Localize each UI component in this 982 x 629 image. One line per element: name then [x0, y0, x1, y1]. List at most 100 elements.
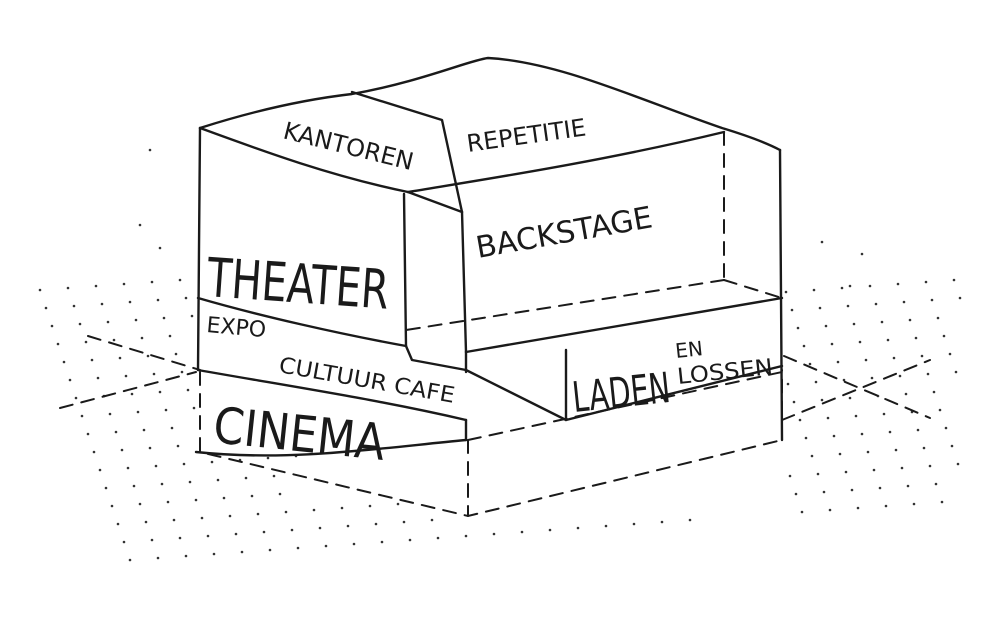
- ground-dot-grid: [38, 148, 962, 562]
- ground-dot: [892, 356, 896, 360]
- ground-dot: [840, 286, 844, 290]
- ground-dot: [688, 518, 692, 522]
- ground-dot: [142, 428, 146, 432]
- ground-dot: [150, 538, 154, 542]
- ground-dot: [838, 452, 842, 456]
- label-repetitie: REPETITIE: [465, 113, 588, 157]
- kantoren-lower-edge: [198, 126, 410, 194]
- hidden-back-edge: [405, 279, 725, 331]
- ground-dot: [820, 398, 824, 402]
- ground-dot: [114, 430, 118, 434]
- ground-dot: [234, 532, 238, 536]
- ground-line-left: [59, 371, 197, 409]
- ground-dot: [822, 490, 826, 494]
- theater-lower-edge: [196, 296, 408, 348]
- ground-dot: [124, 374, 128, 378]
- ground-dot: [222, 496, 226, 500]
- ground-dot: [128, 300, 132, 304]
- label-kantoren: KANTOREN: [281, 117, 417, 176]
- ground-dot: [882, 412, 886, 416]
- backstage-left-edge: [402, 192, 408, 348]
- building-massing: [194, 56, 784, 457]
- ground-dot: [324, 544, 328, 548]
- ground-dot: [178, 278, 182, 282]
- ground-dot: [810, 454, 814, 458]
- ground-dot: [948, 352, 952, 356]
- ground-dot: [190, 314, 194, 318]
- ground-dot: [492, 532, 496, 536]
- ground-dot: [464, 534, 468, 538]
- ground-dot: [68, 378, 72, 382]
- ground-dot: [930, 298, 934, 302]
- ground-dot: [158, 390, 162, 394]
- ground-dot: [162, 316, 166, 320]
- ground-dot: [848, 284, 852, 288]
- ground-dot: [206, 534, 210, 538]
- cinema-top-edge-solid: [194, 438, 468, 457]
- ground-dot: [868, 284, 872, 288]
- ground-dot: [836, 360, 840, 364]
- ground-dot: [814, 380, 818, 384]
- ground-dot: [954, 370, 958, 374]
- ground-dot: [866, 450, 870, 454]
- program-labels: KANTOREN REPETITIE BACKSTAGE THEATER EXP…: [204, 113, 774, 471]
- ground-dot: [660, 520, 664, 524]
- ground-dot: [920, 354, 924, 358]
- ground-dot: [104, 486, 108, 490]
- ground-dot: [312, 508, 316, 512]
- ground-dot: [148, 148, 152, 152]
- ground-dot: [262, 530, 266, 534]
- ground-dot: [900, 466, 904, 470]
- ground-dot: [436, 536, 440, 540]
- ground-dot: [842, 378, 846, 382]
- hidden-top-back: [723, 279, 783, 299]
- ground-dot: [854, 414, 858, 418]
- ground-dot: [794, 492, 798, 496]
- label-laden: LADEN: [570, 363, 673, 422]
- ground-dot: [44, 306, 48, 310]
- ground-dot: [878, 486, 882, 490]
- ground-dot: [266, 456, 270, 460]
- ground-dot: [604, 524, 608, 528]
- backstage-top-edge: [406, 190, 464, 214]
- ground-dot: [228, 514, 232, 518]
- expo-lower-edge: [196, 368, 468, 422]
- ground-dot: [74, 396, 78, 400]
- ground-dot: [904, 392, 908, 396]
- roof-ridge-divider: [350, 90, 464, 214]
- ground-dot: [932, 390, 936, 394]
- ground-dot: [188, 480, 192, 484]
- label-en: EN: [674, 336, 704, 363]
- ground-dot: [944, 426, 948, 430]
- ground-dot: [818, 306, 822, 310]
- ground-dot: [268, 548, 272, 552]
- ground-dot: [548, 528, 552, 532]
- ground-dot: [352, 542, 356, 546]
- ground-dot: [340, 506, 344, 510]
- ground-dot: [902, 300, 906, 304]
- ground-dot: [96, 376, 100, 380]
- ground-dot: [92, 450, 96, 454]
- ground-dot: [272, 474, 276, 478]
- ground-dot: [820, 240, 824, 244]
- ground-dot: [156, 556, 160, 560]
- ground-dot: [160, 482, 164, 486]
- ground-dot: [90, 358, 94, 362]
- ground-dot: [138, 223, 142, 227]
- ground-dot: [132, 484, 136, 488]
- ground-dot: [186, 388, 190, 392]
- roof-outline: [198, 56, 782, 152]
- ground-dot: [176, 444, 180, 448]
- ground-dot: [346, 524, 350, 528]
- ground-dot: [368, 504, 372, 508]
- ground-dot: [194, 498, 198, 502]
- ground-dot: [858, 340, 862, 344]
- ground-dot: [784, 290, 788, 294]
- ground-dot: [846, 304, 850, 308]
- ground-dot: [86, 432, 90, 436]
- ground-dot: [110, 504, 114, 508]
- ground-dot: [830, 342, 834, 346]
- dashed-ground-lines: [59, 131, 931, 518]
- ground-dot: [798, 418, 802, 422]
